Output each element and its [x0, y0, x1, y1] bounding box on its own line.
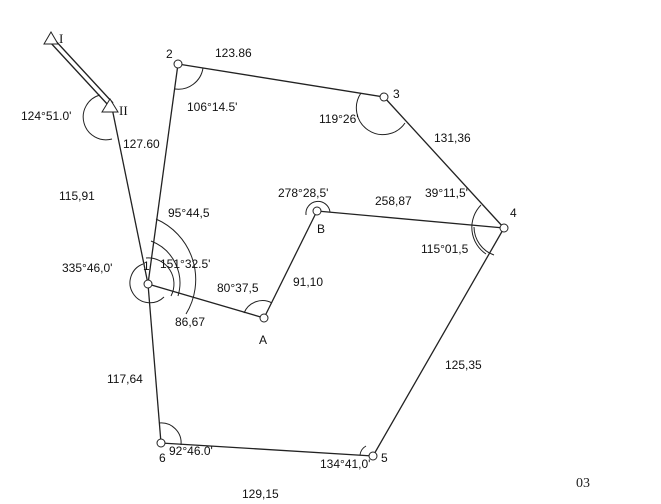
angle-label-2: 106°14.5': [187, 100, 237, 114]
distance-2-3: 123.86: [215, 46, 252, 60]
angle-arc-B: [305, 200, 331, 216]
edge-B-4: [316, 210, 505, 229]
distance-1-2: 115,91: [59, 189, 95, 203]
edge-4-5: [372, 227, 505, 457]
distance-1-A: 86,67: [175, 315, 205, 329]
angle-label-3: 119°26': [319, 112, 359, 126]
page-number: 03: [576, 476, 590, 491]
angle-label-4-bottom: 115°01,5: [421, 242, 469, 256]
triangle-II-icon: [101, 98, 119, 113]
edge-3-4: [383, 96, 505, 229]
label-point-2: 2: [166, 47, 173, 61]
node-3: [379, 92, 389, 102]
label-point-5: 5: [381, 451, 388, 465]
angle-arc-1-inner: [145, 257, 175, 297]
node-1: [143, 279, 153, 289]
angle-arc-4-bottom: [473, 226, 495, 256]
edge-6-1: [147, 283, 162, 444]
node-5: [368, 451, 378, 461]
distance-3-4: 131,36: [434, 131, 471, 145]
edge-A-B: [263, 210, 318, 319]
angle-arc-3: [355, 92, 406, 136]
edge-5-6: [160, 442, 374, 457]
distance-4-5: 125,35: [445, 358, 482, 372]
distance-A-B: 91,10: [293, 275, 323, 289]
label-point-A: A: [259, 333, 267, 347]
angle-arc-2: [174, 67, 204, 90]
edge-II-1: [111, 107, 149, 285]
node-B: [312, 206, 322, 216]
angle-label-5: 134°41,0': [320, 457, 370, 471]
angle-arc-1-outer: [129, 263, 165, 304]
angle-label-B: 278°28,5': [278, 186, 328, 200]
distance-II-1: 127.60: [123, 137, 160, 151]
triangle-I-icon: [43, 31, 59, 45]
edge-2-3: [177, 63, 385, 98]
angle-arc-6: [158, 422, 182, 446]
angle-label-1-outer: 335°46,0': [62, 261, 112, 275]
distance-6-1: 117,64: [107, 372, 143, 386]
label-point-II: II: [119, 103, 128, 118]
label-point-6: 6: [159, 451, 166, 465]
edge-1-2: [147, 63, 179, 285]
angle-label-6: 92°46.0': [169, 444, 213, 458]
distance-5-6: 129,15: [242, 487, 279, 501]
label-point-4: 4: [510, 206, 517, 220]
angle-label-1-upper: 95°44,5: [168, 206, 210, 220]
edge-I-II: [48, 37, 114, 107]
angle-label-4-top: 39°11,5': [425, 186, 468, 200]
label-point-B: B: [317, 222, 325, 236]
node-A: [259, 313, 269, 323]
angle-arc-4-top: [471, 204, 487, 255]
label-point-I: I: [59, 31, 63, 46]
angle-arc-1-upper: [155, 218, 197, 315]
angle-label-1-mid: 151°32.5': [160, 257, 210, 271]
angle-arc-A: [243, 300, 273, 314]
label-point-1: 1: [143, 259, 150, 273]
node-6: [156, 438, 166, 448]
angle-label-A: 80°37,5: [217, 281, 259, 295]
distance-B-4: 258,87: [375, 194, 412, 208]
node-4: [499, 223, 509, 233]
angle-arc-5: [359, 445, 367, 456]
label-point-3: 3: [393, 87, 400, 101]
angle-label-II: 124°51.0': [21, 109, 71, 123]
angle-arc-II: [82, 94, 113, 141]
angle-arc-1-mid: [150, 240, 181, 297]
node-2: [173, 59, 183, 69]
